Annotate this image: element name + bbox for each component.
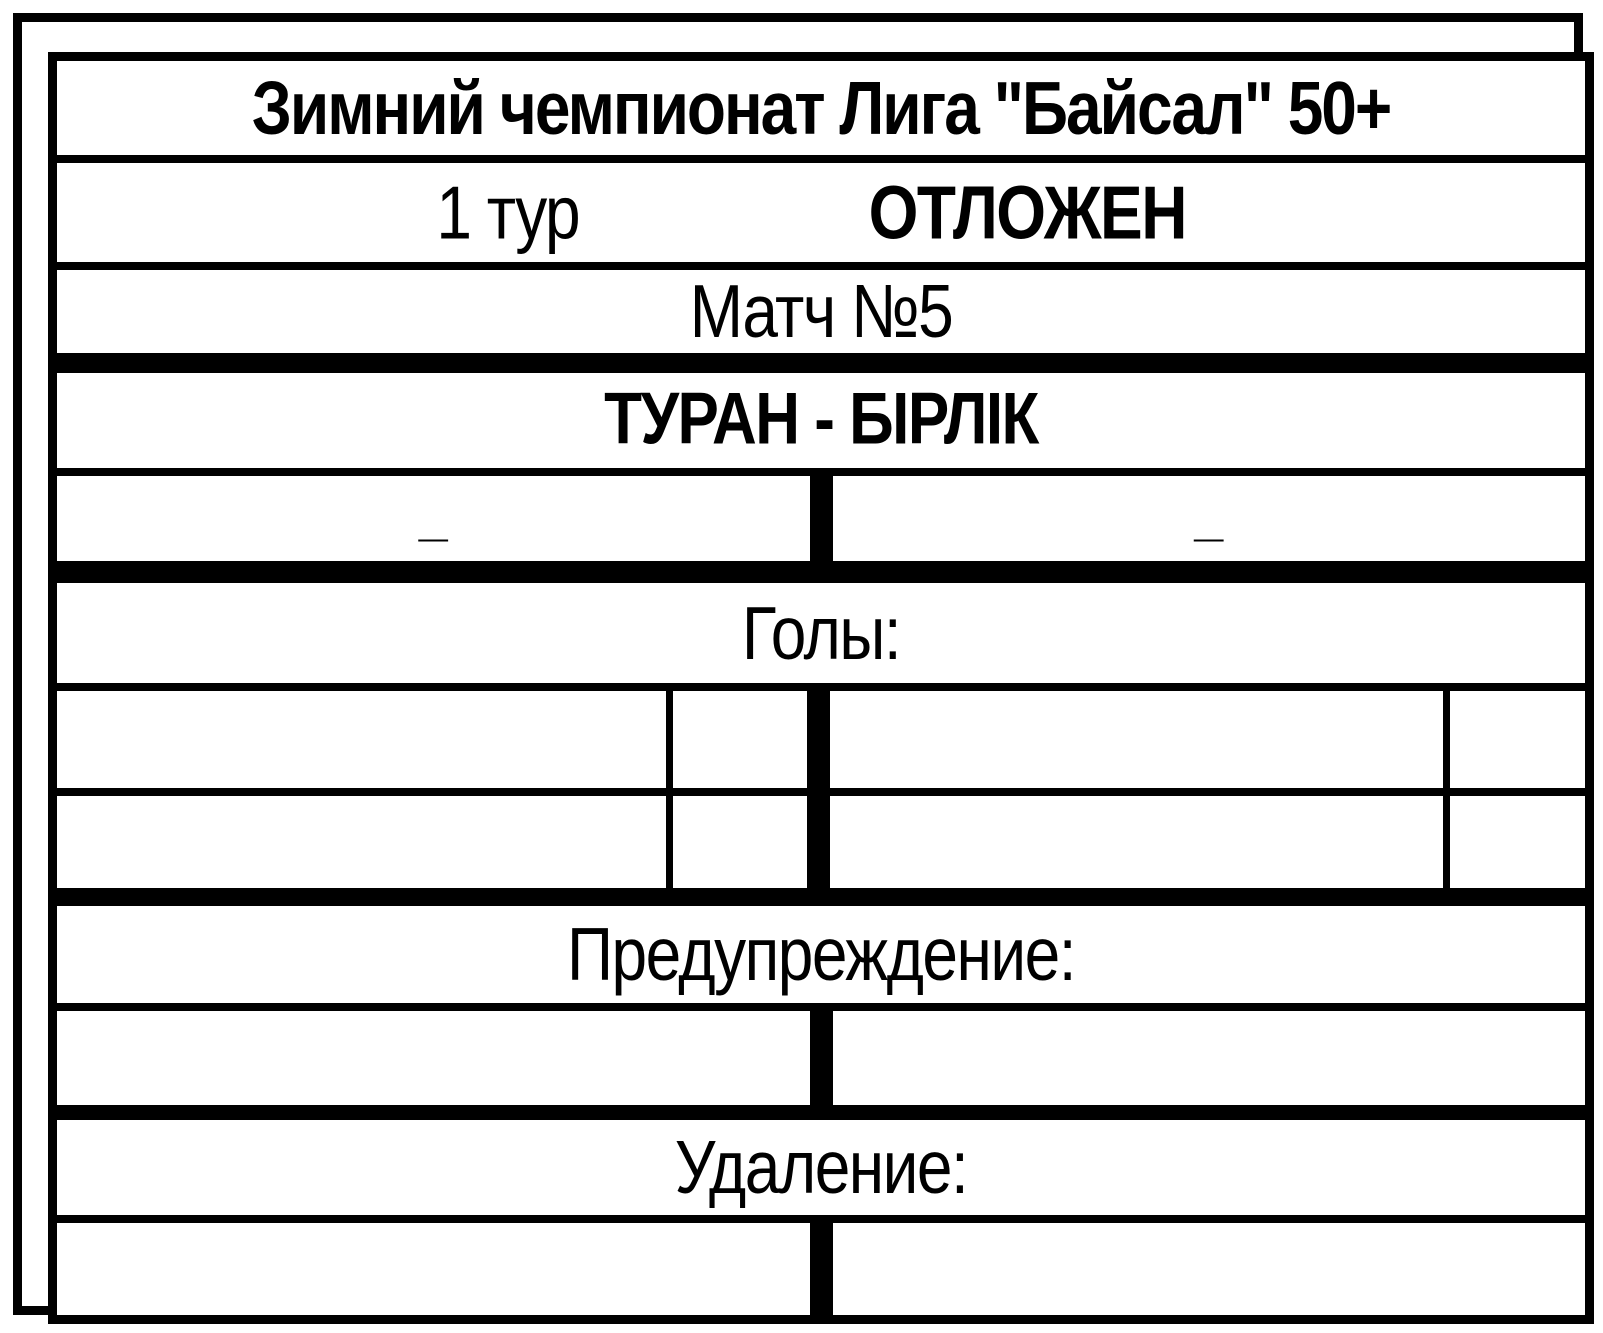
goals-row [57,691,1585,788]
warnings-header-row: Предупреждение: [57,906,1585,1003]
row-divider [57,1003,1585,1011]
center-divider [809,1223,833,1315]
tournament-title: Зимний чемпионат Лига "Байсал" 50+ [251,65,1392,151]
warnings-label: Предупреждение: [567,911,1076,997]
match-table: Зимний чемпионат Лига "Байсал" 50+ 1 тур… [48,52,1594,1324]
row-divider [57,262,1585,270]
row-divider [57,468,1585,476]
score-home-cell: _ [57,489,810,548]
center-divider [807,796,830,888]
column-divider [666,796,673,888]
status-badge: ОТЛОЖЕН [868,169,1188,255]
section-divider [57,1105,1585,1120]
status-label-wrap: ОТЛОЖЕН [869,171,1188,255]
goals-row [57,796,1585,888]
section-divider [57,561,1585,583]
row-divider [57,1215,1585,1223]
column-divider [1443,796,1450,888]
section-divider [57,888,1585,906]
section-divider [57,353,1585,373]
score-away-placeholder: _ [1194,489,1224,548]
teams-label: ТУРАН - БІРЛІК [604,379,1039,461]
expulsions-header-row: Удаление: [57,1120,1585,1215]
title-row: Зимний чемпионат Лига "Байсал" 50+ [57,61,1585,155]
score-away-cell: _ [833,489,1586,548]
column-divider [1443,691,1450,788]
round-label-wrap: 1 тур [436,171,580,255]
round-status-row: 1 тур ОТЛОЖЕН [57,163,1585,262]
teams-row: ТУРАН - БІРЛІК [57,373,1585,468]
match-number-label: Матч №5 [689,268,954,354]
warnings-row [57,1011,1585,1105]
column-divider [666,691,673,788]
score-row: _ _ [57,476,1585,561]
score-home-placeholder: _ [418,489,448,548]
row-divider [57,683,1585,691]
expulsions-row [57,1223,1585,1315]
center-divider [807,691,830,788]
center-divider [809,476,833,561]
row-divider [57,788,1585,796]
round-label: 1 тур [436,169,580,255]
expulsions-label: Удаление: [674,1124,969,1210]
goals-header-row: Голы: [57,583,1585,683]
row-divider [57,155,1585,163]
match-number-row: Матч №5 [57,268,1585,354]
goals-label: Голы: [741,590,902,676]
outer-frame: Зимний чемпионат Лига "Байсал" 50+ 1 тур… [13,13,1594,1324]
center-divider [809,1011,833,1105]
